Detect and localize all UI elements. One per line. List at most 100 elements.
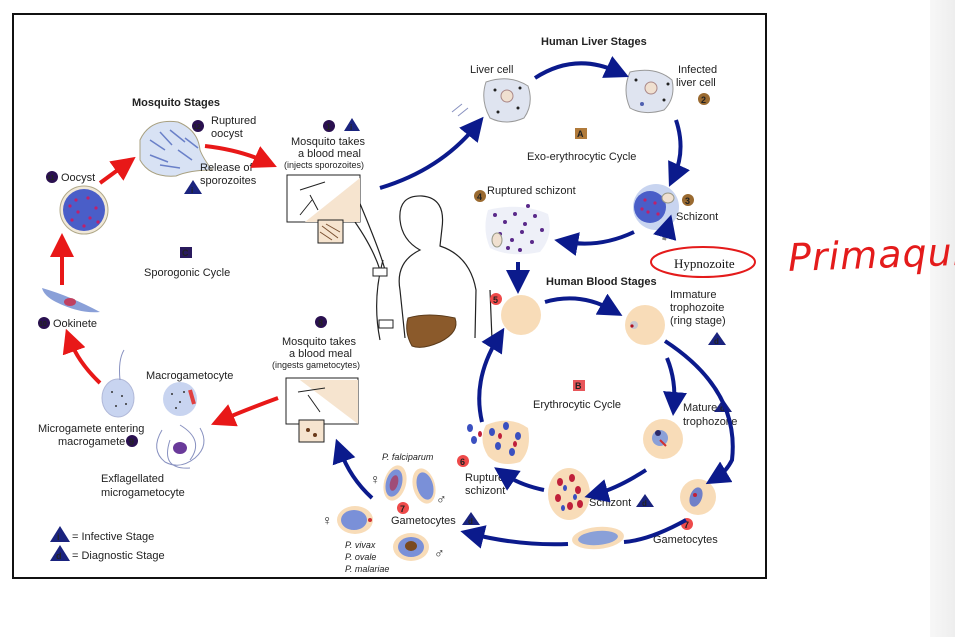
svg-text:5: 5	[493, 295, 498, 305]
ruptured-liver-schizont-label: Ruptured schizont	[487, 185, 576, 197]
microgamete-line1: Microgamete entering	[38, 423, 144, 435]
species-p-malariae: P. malariae	[345, 564, 389, 574]
arrow-schizont-to-ruptured	[554, 230, 635, 256]
blood-schizont-cell	[548, 468, 590, 520]
arrow-hypnozoite-to-schizont	[653, 214, 677, 241]
elongated-gametocyte	[572, 526, 624, 550]
step-1-line2: a blood meal	[298, 148, 361, 160]
ookinete	[42, 288, 100, 313]
step-2-line2: liver cell	[676, 77, 716, 89]
hypnozoite-label: Hypnozoite	[674, 256, 735, 271]
microgamete-line2: macrogamete	[58, 436, 125, 448]
ruptured-blood-schizont-line2: schizont	[465, 485, 505, 497]
svg-text:d: d	[714, 337, 719, 346]
step-10-badge: 10	[38, 317, 50, 329]
liver-cell	[451, 78, 531, 123]
macrogametocyte	[163, 382, 197, 416]
arrow-ring-to-gametocytes	[663, 339, 735, 485]
svg-text:9: 9	[129, 437, 134, 447]
step-2-line1: Infected	[678, 64, 717, 76]
step-9-badge: 9	[126, 435, 138, 447]
species-p-vivax: P. vivax	[345, 540, 376, 550]
svg-text:d: d	[56, 551, 62, 561]
diagnostic-stage-icon: d	[708, 332, 726, 346]
cycle-c-badge: C	[180, 247, 192, 258]
oocyst-label: Oocyst	[61, 172, 95, 184]
gametocytes-label-left: Gametocytes	[391, 515, 456, 527]
svg-text:11: 11	[47, 175, 55, 182]
diagnostic-stage-icon: d	[462, 512, 480, 526]
male-symbol: ♂	[436, 491, 447, 507]
svg-text:i: i	[191, 186, 193, 195]
svg-text:B: B	[575, 381, 582, 391]
step-1-line3: (injects sporozoites)	[284, 160, 364, 170]
liver-schizont	[633, 184, 679, 230]
svg-text:3: 3	[685, 196, 690, 206]
arrow-gametocytes-to-mosquito	[210, 396, 279, 427]
liver-stages-heading: Human Liver Stages	[541, 36, 647, 48]
arrow-zygote-to-ookinete	[62, 328, 102, 385]
step-1-badge: 1	[323, 120, 335, 132]
handwritten-primaquine-note: Primaquine	[787, 228, 955, 280]
arrow-infected-to-schizont	[668, 119, 690, 187]
arrow-ring-to-mature	[663, 357, 687, 416]
infective-stage-icon: i	[184, 180, 202, 195]
svg-text:A: A	[577, 129, 584, 139]
arrow-oocyst-to-ruptured	[98, 156, 136, 185]
step-11-badge: 11	[46, 171, 58, 183]
arrow-rbc-to-ring	[544, 293, 623, 316]
step-3-badge: 3	[682, 194, 694, 206]
arrow-bite-to-liver	[379, 116, 484, 190]
female-symbol: ♀	[370, 471, 381, 487]
step-4-badge: 4	[474, 190, 486, 202]
svg-text:d: d	[642, 499, 647, 508]
mosquito-bite-panel-top	[286, 174, 361, 244]
ring-stage-line1: Immature	[670, 289, 716, 301]
microgamete-entering-cell	[101, 349, 135, 418]
cycle-b-badge: B	[573, 380, 585, 391]
svg-text:1: 1	[326, 122, 331, 132]
svg-text:d: d	[720, 404, 725, 413]
svg-text:6: 6	[460, 457, 465, 467]
svg-text:= Infective Stage: = Infective Stage	[72, 531, 154, 543]
svg-text:7: 7	[684, 520, 689, 530]
arrow-mature-to-schizont	[584, 468, 648, 503]
macrogametocyte-label: Macrogametocyte	[146, 370, 233, 382]
diagnostic-stage-icon: d	[636, 494, 654, 508]
ring-stage-line3: (ring stage)	[670, 315, 726, 327]
svg-text:8: 8	[318, 318, 323, 328]
step-7-badge: 7	[397, 502, 409, 514]
hypnozoite-circle-annotation	[650, 246, 756, 278]
svg-text:C: C	[182, 248, 189, 258]
step-8-line3: (ingests gametocytes)	[272, 360, 360, 370]
mosquito-bite-panel-bottom	[285, 377, 359, 443]
oocyst	[59, 185, 109, 235]
exflagellated-line2: microgametocyte	[101, 487, 185, 499]
bite-site-marker	[372, 267, 388, 277]
mature-trophozoite-cell	[643, 419, 683, 459]
ruptured-oocyst	[139, 120, 213, 177]
step-8-line2: a blood meal	[289, 348, 352, 360]
svg-text:7: 7	[400, 504, 405, 514]
legend-diagnostic: d = Diagnostic Stage	[50, 545, 165, 562]
mature-trophozoite-line1: Mature	[683, 402, 717, 414]
ookinete-label: Ookinete	[53, 318, 97, 330]
exo-erythrocytic-cycle-label: Exo-erythrocytic Cycle	[527, 151, 636, 163]
step-8-badge: 8	[315, 316, 327, 328]
species-p-falciparum: P. falciparum	[382, 452, 434, 462]
bite-site-marker	[378, 319, 394, 329]
cycle-a-badge: A	[575, 128, 587, 139]
ruptured-oocyst-line1: Ruptured	[211, 115, 256, 127]
ring-stage-line2: trophozoite	[670, 302, 724, 314]
female-symbol: ♀	[322, 512, 333, 528]
svg-text:d: d	[468, 517, 473, 526]
svg-text:i: i	[57, 532, 60, 542]
ruptured-oocyst-line2: oocyst	[211, 128, 243, 140]
step-8-line1: Mosquito takes	[282, 336, 356, 348]
arrow-cluster-to-mosquito	[332, 438, 374, 500]
step-12-badge: 12	[192, 120, 204, 132]
svg-text:12: 12	[193, 124, 201, 131]
page-scroll-strip	[930, 0, 955, 637]
species-p-ovale: P. ovale	[345, 552, 376, 562]
ruptured-blood-schizont	[467, 420, 529, 464]
